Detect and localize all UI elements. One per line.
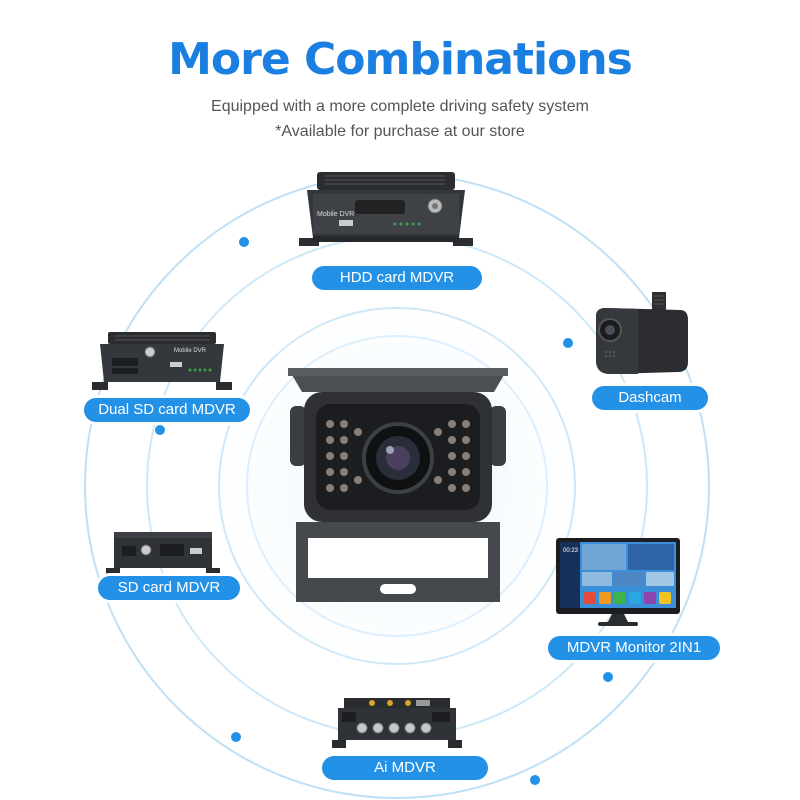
ai-mdvr-image (332, 698, 462, 748)
dual-sd-mdvr-label: Dual SD card MDVR (84, 398, 250, 422)
dashcam-image (596, 292, 688, 374)
dual-sd-device-text: Mobile DVR (174, 348, 207, 354)
center-camera-image (288, 368, 508, 602)
core-ring (246, 335, 548, 637)
hdd-device-text: Mobile DVR (317, 211, 354, 218)
monitor-label: MDVR Monitor 2IN1 (548, 636, 720, 660)
page-title: More Combinations (168, 34, 633, 85)
monitor-time: 00:23 (563, 548, 579, 554)
hdd-mdvr-label: HDD card MDVR (312, 266, 482, 290)
sd-mdvr-image (106, 532, 220, 576)
inner-ring (218, 307, 576, 665)
subtitle: Equipped with a more complete driving sa… (211, 98, 589, 115)
hdd-mdvr-image: Mobile DVR (299, 172, 473, 246)
dashcam-label: Dashcam (592, 386, 708, 410)
sd-mdvr-label: SD card MDVR (98, 576, 240, 600)
dual-sd-mdvr-image: Mobile DVR (92, 332, 232, 390)
availability-note: *Available for purchase at our store (275, 123, 525, 140)
ai-mdvr-label: Ai MDVR (322, 756, 488, 780)
monitor-image: 00:23 (556, 538, 680, 626)
